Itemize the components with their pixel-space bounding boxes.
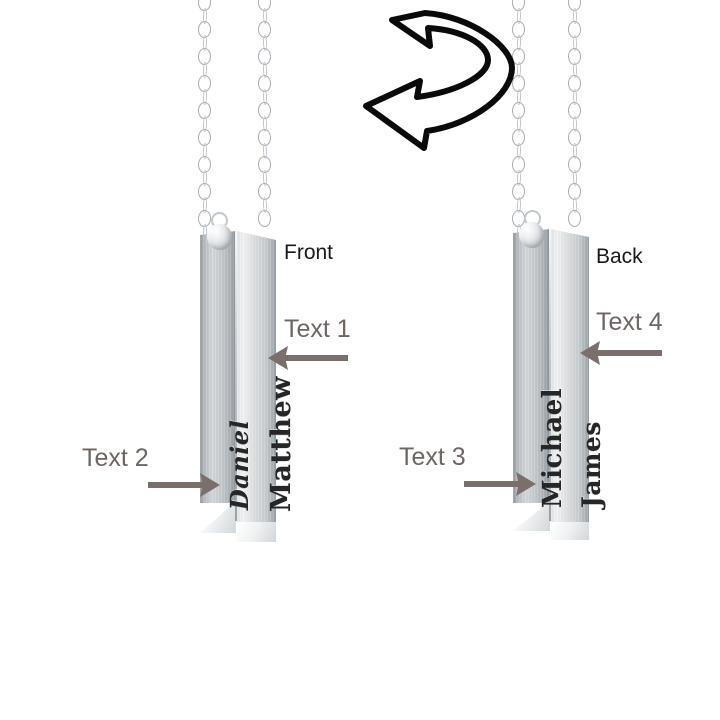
bar-edge xyxy=(235,231,237,521)
arrowhead-right-icon xyxy=(200,473,220,497)
arrowhead-right-icon xyxy=(516,472,536,496)
engraving-front-right: Matthew xyxy=(266,376,297,512)
arrow-shaft xyxy=(594,350,662,356)
bevel-right xyxy=(237,522,276,542)
curved-rotate-arrow-icon xyxy=(363,10,515,151)
cable-chain-icon xyxy=(567,0,582,228)
cable-chain-icon xyxy=(197,0,212,241)
side-label-front: Front xyxy=(284,241,334,264)
callout-arrow-text-3 xyxy=(464,472,536,496)
callout-arrow-text-4 xyxy=(580,341,662,365)
side-label-back: Back xyxy=(596,245,643,268)
arrow-shaft xyxy=(464,481,522,487)
rotate-arrow-icon xyxy=(352,2,522,157)
engraving-back-right: James xyxy=(577,421,606,508)
engraving-back-left: Michael xyxy=(538,387,568,508)
callout-label-text-4: Text 4 xyxy=(596,308,663,336)
bail-bead-icon xyxy=(207,224,232,250)
chain-link xyxy=(567,209,582,228)
arrow-shaft xyxy=(148,482,206,488)
arrow-shaft xyxy=(282,355,348,361)
callout-label-text-2: Text 2 xyxy=(82,444,149,472)
chain-link xyxy=(257,209,272,228)
callout-arrow-text-1 xyxy=(268,346,348,370)
callout-arrow-text-2 xyxy=(148,473,220,497)
callout-label-text-3: Text 3 xyxy=(399,443,466,471)
cable-chain-icon xyxy=(257,0,272,228)
bail-bead-icon xyxy=(519,222,544,248)
bar-edge xyxy=(549,229,551,521)
bevel-right xyxy=(551,522,589,540)
engraving-front-left: Daniel xyxy=(225,419,254,510)
callout-label-text-1: Text 1 xyxy=(284,315,351,343)
